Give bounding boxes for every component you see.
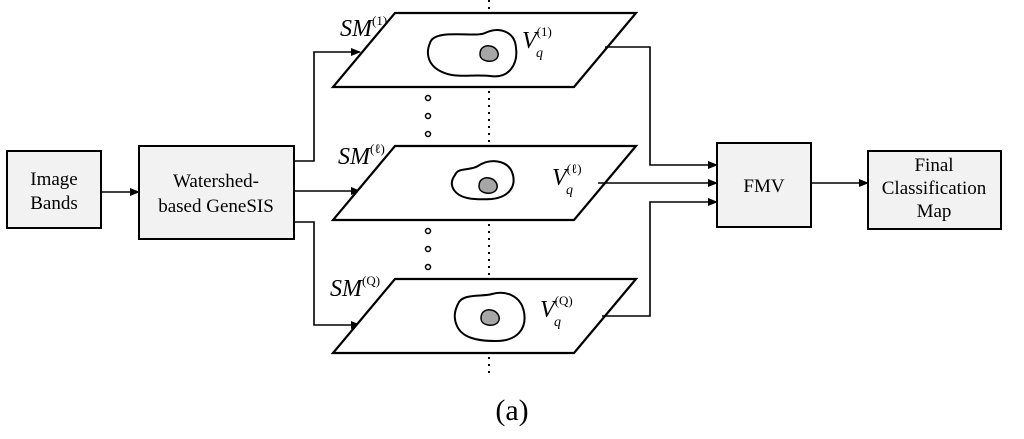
final-map-line-3: Map bbox=[917, 201, 952, 222]
arrow-to-bottom-map bbox=[294, 221, 361, 329]
region-outline-top bbox=[426, 29, 518, 78]
v-sub-bottom: q bbox=[554, 315, 561, 330]
segmentation-map-top: SM(1) V(1) q bbox=[330, 11, 639, 89]
segmentation-map-bottom: SM(Q) V(Q) q bbox=[330, 273, 639, 355]
fmv-box: FMV bbox=[716, 142, 812, 228]
arrow-bottom-map-to-fmv bbox=[602, 198, 718, 317]
sm-label-top: SM(1) bbox=[340, 13, 387, 42]
fmv-label: FMV bbox=[743, 176, 784, 197]
arrow-to-top-map bbox=[294, 48, 361, 162]
pixel-marker-bottom bbox=[480, 309, 500, 326]
image-bands-line-2: Bands bbox=[30, 193, 78, 214]
image-bands-line-1: Image bbox=[30, 169, 77, 190]
v-label-middle: V(ℓ) bbox=[552, 161, 582, 191]
watershed-genesis-box: Watershed- based GeneSIS bbox=[138, 145, 295, 240]
segmentation-map-middle: SM(ℓ) V(ℓ) q bbox=[330, 141, 639, 222]
pixel-marker-middle bbox=[478, 177, 498, 194]
final-map-line-2: Classification bbox=[882, 178, 987, 199]
arrow-top-map-to-fmv bbox=[605, 46, 718, 169]
v-label-top: V(1) bbox=[522, 24, 552, 54]
watershed-line-2: based GeneSIS bbox=[158, 196, 274, 217]
sm-label-bottom: SM(Q) bbox=[330, 273, 380, 302]
figure-caption: (a) bbox=[495, 394, 528, 427]
v-sub-top: q bbox=[536, 46, 543, 61]
sm-label-middle: SM(ℓ) bbox=[338, 141, 385, 170]
ellipsis-dots-upper bbox=[424, 94, 432, 138]
v-sub-middle: q bbox=[566, 183, 573, 198]
ellipsis-dots-lower bbox=[424, 227, 432, 271]
region-outline-bottom bbox=[453, 291, 526, 343]
watershed-line-1: Watershed- bbox=[173, 171, 259, 192]
final-map-line-1: Final bbox=[914, 155, 953, 176]
region-outline-middle bbox=[450, 160, 515, 201]
v-label-bottom: V(Q) bbox=[540, 293, 573, 323]
image-bands-box: Image Bands bbox=[6, 150, 102, 229]
final-classification-map-box: Final Classification Map bbox=[867, 150, 1002, 230]
pixel-marker-top bbox=[479, 45, 499, 62]
